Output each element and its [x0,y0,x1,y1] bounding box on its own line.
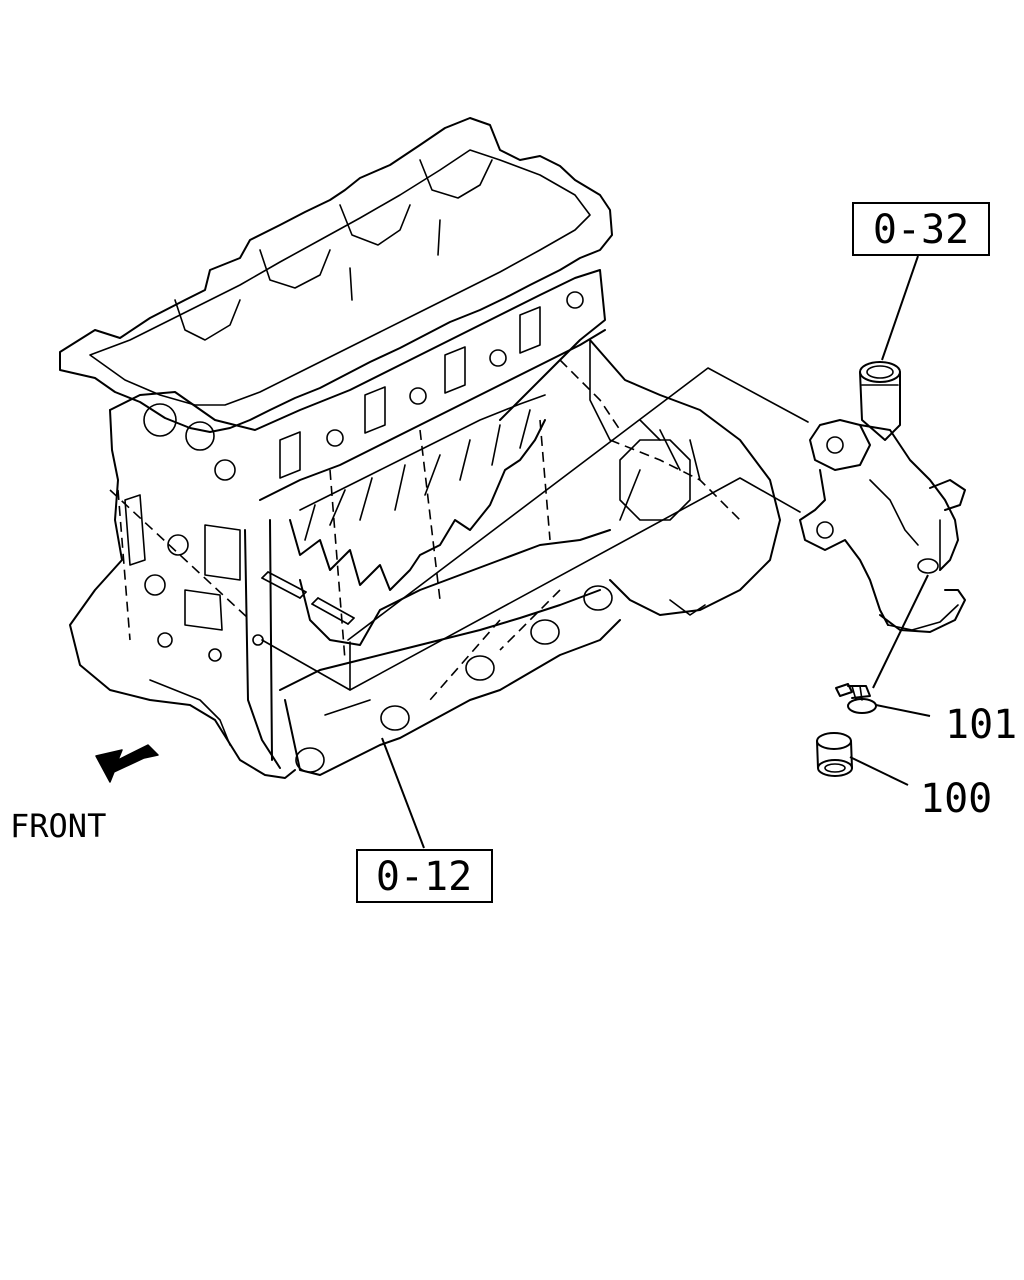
part-number-101: 101 [945,702,1017,748]
ref-box-bottom [356,849,493,903]
part-number-100: 100 [920,776,992,822]
front-direction-label: FRONT [10,807,106,845]
leader-lines [381,255,931,849]
ref-label-bottom: 0-12 [376,854,472,900]
sleeve-icon [816,732,853,777]
engine-block-icon [59,117,781,779]
ref-callout-top: 0-32 [852,202,990,256]
assembly-guide-lines [261,367,809,691]
front-arrow-icon [95,744,159,783]
ref-box-top [852,202,990,256]
temperature-sensor-icon [835,683,877,714]
ref-label-top: 0-32 [873,207,969,253]
ref-callout-bottom: 0-12 [356,849,493,903]
water-outlet-housing-icon [799,361,966,633]
